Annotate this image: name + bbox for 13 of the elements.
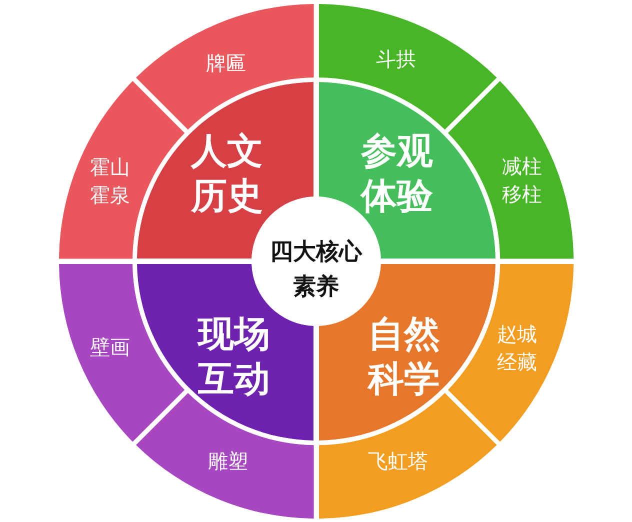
core-title: 四大核心素养 [269,238,363,302]
theme-title: 人文历史 [190,130,264,219]
topic-label: 赵城经藏 [496,321,538,376]
topic-label: 霍山霍泉 [89,154,130,209]
topic-label: 壁画 [90,334,130,361]
topic-label: 飞虹塔 [368,448,428,475]
topic-label: 雕塑 [208,448,248,475]
theme-title: 参观体验 [360,130,434,219]
theme-title: 自然科学 [367,313,441,402]
topic-label: 减柱移柱 [501,152,542,208]
topic-label: 牌匾 [206,50,246,77]
topic-label: 斗拱 [376,46,416,73]
theme-title: 现场互动 [197,313,271,402]
